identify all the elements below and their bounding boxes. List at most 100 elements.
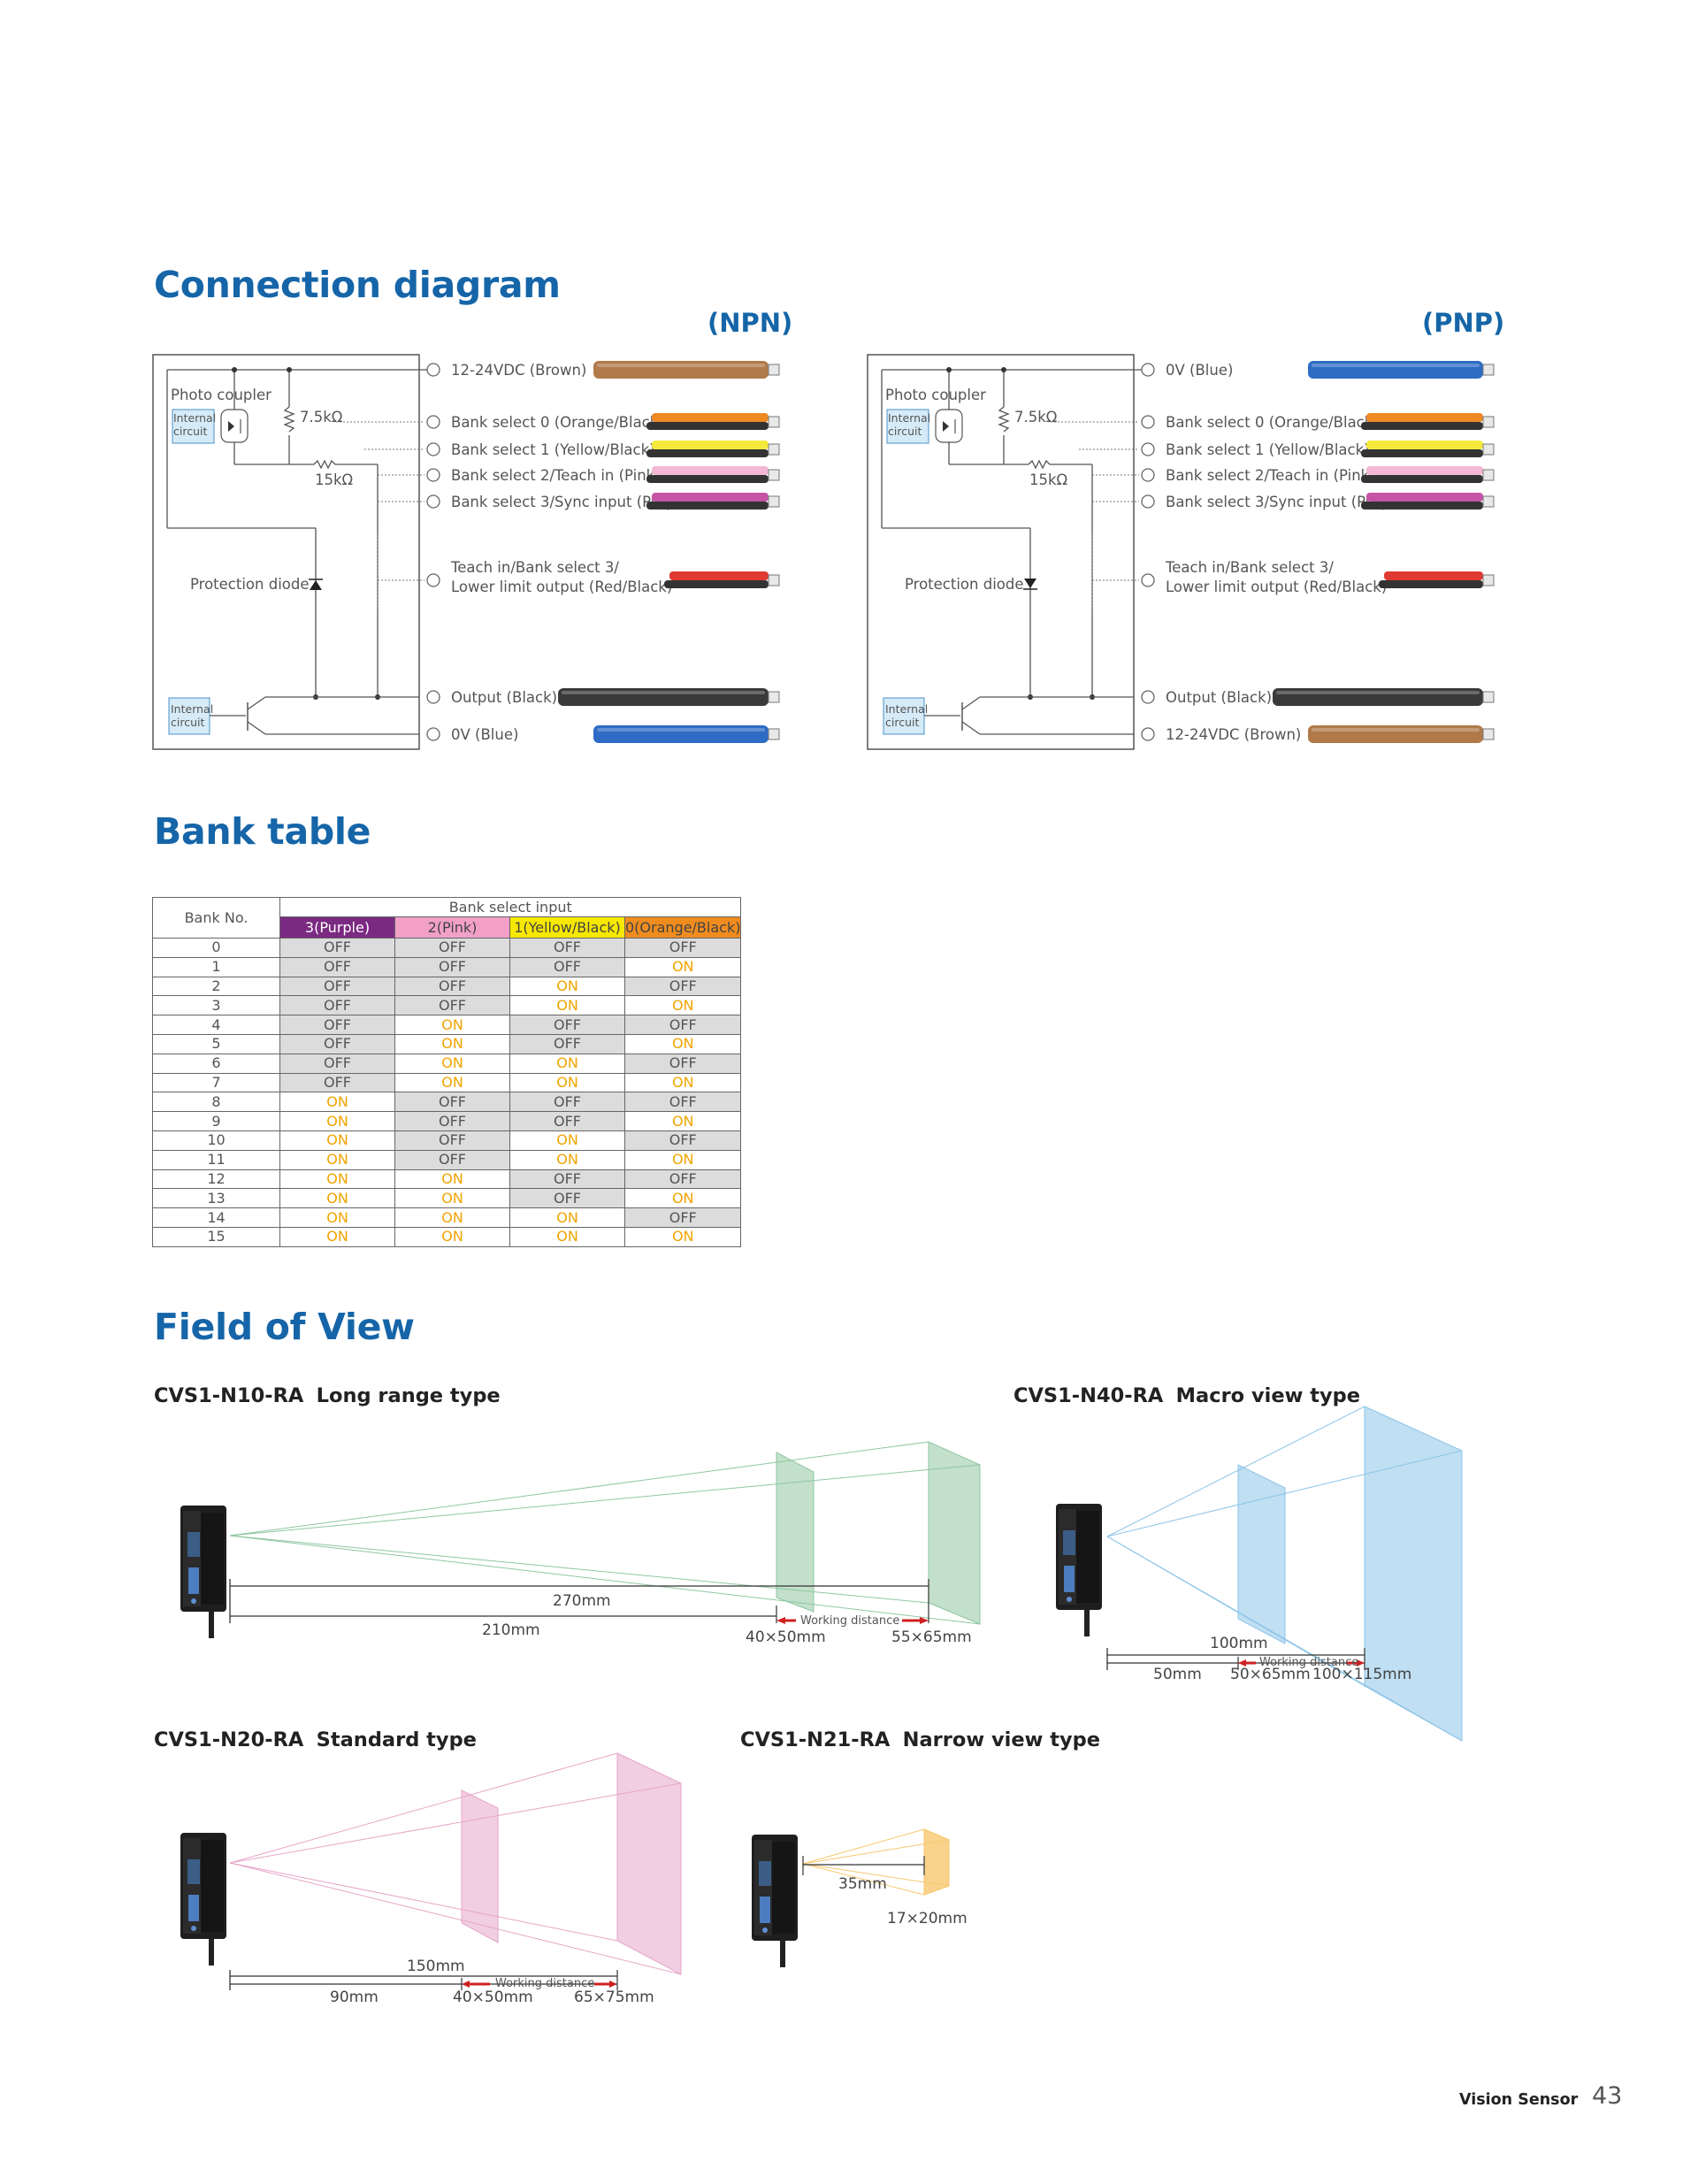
- bank-state-cell: ON: [509, 1072, 625, 1093]
- npn-internal-label: Internal: [173, 411, 216, 425]
- fov-n20-near: 90mm: [330, 1989, 379, 2006]
- npn-circuit-label: circuit: [173, 425, 207, 438]
- bank-state-cell: ON: [623, 1111, 742, 1131]
- bank-state-cell: OFF: [394, 938, 510, 958]
- terminal-icon: [426, 690, 440, 704]
- fov-n40-near-size: 50×65mm: [1230, 1666, 1311, 1683]
- field-of-view-plane: [1237, 1464, 1286, 1644]
- fov-n20-total: 150mm: [407, 1958, 465, 1975]
- terminal-icon: [1141, 690, 1155, 704]
- bank-state-cell: ON: [394, 1226, 510, 1247]
- bank-state-cell: ON: [509, 1053, 625, 1074]
- bank-table-title: Bank table: [154, 810, 371, 853]
- bank-column-header: 3(Purple): [279, 916, 395, 939]
- pnp-circuit: Photo coupler Internal circuit 7.5kΩ 15k…: [867, 354, 1148, 750]
- wire-label: Bank select 0 (Orange/Black): [1166, 414, 1379, 431]
- wire-label: Bank select 1 (Yellow/Black): [451, 441, 655, 458]
- bank-state-cell: OFF: [623, 1169, 742, 1190]
- terminal-icon: [1141, 573, 1155, 587]
- wire-label: Bank select 0 (Orange/Black): [451, 414, 664, 431]
- pnp-r1-label: 7.5kΩ: [1014, 409, 1057, 425]
- bank-state-cell: ON: [623, 1226, 742, 1247]
- footer-label: Vision Sensor: [1459, 2091, 1579, 2109]
- bank-state-cell: OFF: [509, 1188, 625, 1209]
- field-of-view-ray: [229, 1441, 929, 1536]
- fov-n20-wd: Working distance: [495, 1977, 594, 1990]
- fov-n10-total: 270mm: [553, 1592, 611, 1610]
- wire-label: 12-24VDC (Brown): [1166, 726, 1301, 743]
- bank-column-header: 0(Orange/Black): [623, 916, 742, 939]
- wire-label: Teach in/Bank select 3/: [1165, 559, 1334, 576]
- bank-state-cell: ON: [623, 1149, 742, 1170]
- bank-number-cell: 1: [152, 956, 280, 977]
- bank-state-cell: OFF: [394, 995, 510, 1016]
- npn-diode-label: Protection diode: [190, 576, 310, 593]
- wire-cable: [558, 688, 780, 706]
- bank-state-cell: OFF: [394, 1092, 510, 1113]
- field-of-view-plane: [461, 1789, 499, 1943]
- wire-cable: [646, 466, 780, 483]
- field-of-view-diagrams: 270mm 210mm Working distance 40×50mm 55×…: [180, 1406, 1463, 2006]
- field-of-view-ray: [802, 1863, 925, 1896]
- wire-label: 0V (Blue): [1166, 362, 1233, 379]
- fov-n20-near-size: 40×50mm: [453, 1989, 533, 2006]
- wire-label: 12-24VDC (Brown): [451, 362, 586, 379]
- bank-no-header: Bank No.: [152, 897, 280, 939]
- page-number: 43: [1592, 2082, 1623, 2110]
- terminal-icon: [426, 415, 440, 429]
- bank-state-cell: ON: [623, 995, 742, 1016]
- bank-state-cell: ON: [279, 1149, 395, 1170]
- bank-number-cell: 7: [152, 1072, 280, 1093]
- fov-n40-far-size: 100×115mm: [1312, 1666, 1411, 1683]
- pnp-circuit-label: circuit: [888, 425, 922, 438]
- wire-cable: [646, 441, 780, 457]
- field-of-view-ray: [802, 1839, 950, 1865]
- fov-n10-wd: Working distance: [800, 1614, 899, 1628]
- bank-state-cell: ON: [623, 1188, 742, 1209]
- bank-state-cell: OFF: [623, 976, 742, 997]
- fov-n20-beams: [229, 1752, 682, 1975]
- field-of-view-plane: [776, 1452, 815, 1613]
- bank-number-cell: 11: [152, 1149, 280, 1170]
- field-of-view-ray: [229, 1862, 618, 1942]
- bank-state-cell: ON: [509, 1149, 625, 1170]
- terminal-icon: [426, 727, 440, 741]
- field-of-view-ray: [229, 1535, 981, 1625]
- bank-state-cell: OFF: [509, 1169, 625, 1190]
- pnp-internal-label: Internal: [888, 411, 930, 425]
- bank-state-cell: ON: [394, 1053, 510, 1074]
- bank-state-cell: OFF: [394, 1149, 510, 1170]
- field-of-view-title: Field of View: [154, 1306, 415, 1348]
- fov-n40-title: CVS1-N40-RA Macro view type: [1013, 1384, 1361, 1407]
- bank-state-cell: OFF: [623, 1015, 742, 1035]
- bank-number-cell: 9: [152, 1111, 280, 1131]
- bank-state-cell: ON: [509, 1130, 625, 1151]
- bank-state-cell: ON: [394, 1072, 510, 1093]
- field-of-view-ray: [229, 1464, 981, 1536]
- bank-number-cell: 6: [152, 1053, 280, 1074]
- pnp-circuit-box: [867, 354, 1135, 750]
- terminal-icon: [1141, 468, 1155, 482]
- fov-n40-diagram: 100mm 50mm Working distance 50×65mm 100×…: [1056, 1406, 1463, 1742]
- wire-label: Bank select 3/Sync input (Purple): [1166, 494, 1409, 510]
- wire-cable: [1361, 493, 1495, 510]
- npn-circuit: Photo coupler Internal circuit 7.5kΩ 15k…: [152, 354, 433, 750]
- bank-number-cell: 13: [152, 1188, 280, 1209]
- bank-state-cell: ON: [279, 1226, 395, 1247]
- terminal-icon: [1141, 442, 1155, 456]
- wire-cable: [664, 571, 780, 588]
- bank-state-cell: ON: [279, 1130, 395, 1151]
- bank-state-cell: OFF: [509, 1111, 625, 1131]
- npn-r1-label: 7.5kΩ: [300, 409, 342, 425]
- fov-n21-beams: [802, 1828, 950, 1896]
- bank-state-cell: ON: [509, 1226, 625, 1247]
